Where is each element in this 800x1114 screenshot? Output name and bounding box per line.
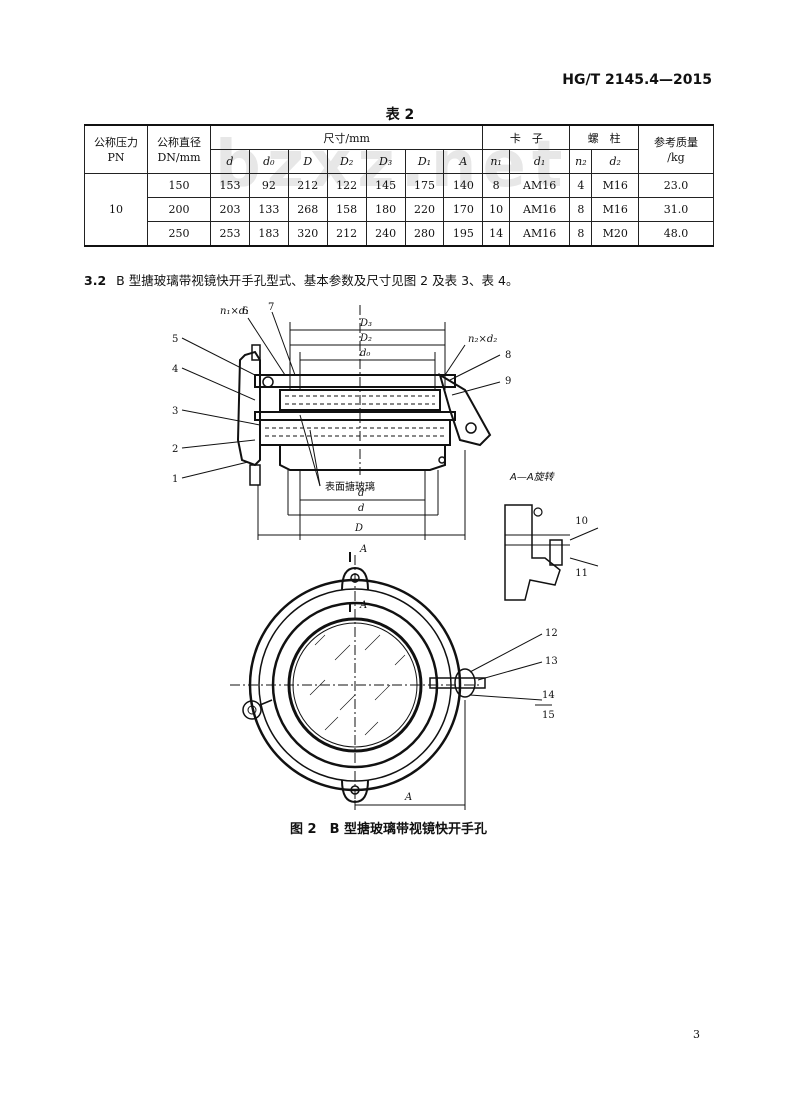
- table-cell: 153: [210, 173, 250, 198]
- callout-4: 4: [172, 364, 178, 375]
- table-cell: M16: [591, 197, 639, 222]
- subheader-D3: D₃: [365, 149, 406, 174]
- subheader-d0: d₀: [248, 149, 289, 174]
- table-row: 10 150 153 92 212 122 145 175 140 8 AM16…: [84, 173, 714, 247]
- subheader-d2: d₂: [591, 149, 639, 174]
- table-cell: 8: [482, 173, 510, 198]
- header-dimensions: 尺寸/mm: [209, 124, 484, 150]
- table-cell: AM16: [508, 221, 571, 247]
- table-cell: 175: [404, 173, 445, 198]
- table-row: 200 203 133 268 158 180 220 170 10 AM16 …: [85, 197, 714, 222]
- subheader-D1: D₁: [404, 149, 445, 174]
- callout-15: 15: [542, 710, 555, 721]
- section-text: B 型搪玻璃带视镜快开手孔型式、基本参数及尺寸见图 2 及表 3、表 4。: [116, 273, 519, 288]
- page-number: 3: [693, 1028, 700, 1041]
- callout-1: 1: [172, 474, 178, 485]
- label-D2: D₂: [359, 333, 372, 344]
- label-A-top: A: [359, 544, 367, 555]
- table-cell: 212: [326, 221, 367, 247]
- spec-table: 公称压力 PN 公称直径 DN/mm 尺寸/mm 卡 子 螺 柱 参考质量 /k…: [84, 124, 714, 247]
- table-cell: 158: [326, 197, 367, 222]
- table-cell: 150: [147, 173, 211, 198]
- callout-2: 2: [172, 444, 178, 455]
- table-cell: 122: [326, 173, 367, 198]
- table-cell: 8: [569, 221, 593, 247]
- label-n2d2: n₂×d₂: [468, 334, 497, 345]
- header-bolt: 螺 柱: [569, 124, 639, 150]
- table-cell: 212: [287, 173, 328, 198]
- table-cell: 8: [569, 197, 593, 222]
- standard-code: HG/T 2145.4—2015: [562, 72, 712, 88]
- cell-pn: 10: [84, 173, 148, 247]
- header-dn: 公称直径 DN/mm: [147, 124, 211, 174]
- label-surface: 表面搪玻璃: [325, 480, 375, 493]
- table-cell: AM16: [508, 197, 571, 222]
- table-cell: 92: [248, 173, 289, 198]
- table-cell: 31.0: [638, 197, 714, 222]
- label-rotate: A—A旋转: [509, 471, 556, 483]
- table-cell: 10: [482, 197, 510, 222]
- table-cell: 48.0: [638, 221, 714, 247]
- callout-9: 9: [505, 376, 511, 387]
- header-clip: 卡 子: [482, 124, 571, 150]
- callout-14: 14: [542, 690, 555, 701]
- table-cell: 320: [287, 221, 328, 247]
- table-cell: AM16: [508, 173, 571, 198]
- section-number: 3.2: [84, 273, 107, 288]
- table-cell: 253: [210, 221, 250, 247]
- table-cell: 240: [365, 221, 406, 247]
- callout-13: 13: [545, 656, 558, 667]
- table-cell: 180: [365, 197, 406, 222]
- callout-12: 12: [545, 628, 558, 639]
- table-cell: M20: [591, 221, 639, 247]
- table-cell: 280: [404, 221, 445, 247]
- label-d0: d₀: [360, 348, 370, 359]
- callout-3: 3: [172, 406, 178, 417]
- section-paragraph: 3.2 B 型搪玻璃带视镜快开手孔型式、基本参数及尺寸见图 2 及表 3、表 4。: [84, 270, 518, 289]
- table-cell: 268: [287, 197, 328, 222]
- table-cell: 200: [147, 197, 211, 222]
- subheader-d1: d₁: [508, 149, 571, 174]
- table-cell: 145: [365, 173, 406, 198]
- subheader-n1: n₁: [482, 149, 510, 174]
- callout-10: 10: [575, 516, 588, 527]
- figure-caption: 图 2 B 型搪玻璃带视镜快开手孔: [290, 822, 488, 837]
- table-cell: 140: [443, 173, 484, 198]
- label-d: d: [358, 503, 364, 514]
- label-n1d1: n₁×d₁: [220, 306, 249, 317]
- header-mass: 参考质量 /kg: [638, 124, 714, 174]
- table-cell: 133: [248, 197, 289, 222]
- table-title: 表 2: [385, 107, 415, 123]
- table-cell: M16: [591, 173, 639, 198]
- table-cell: 14: [482, 221, 510, 247]
- table-row: 250 253 183 320 212 240 280 195 14 AM16 …: [84, 221, 714, 247]
- label-D3: D₃: [359, 318, 372, 329]
- subheader-A: A: [443, 149, 484, 174]
- label-D: D: [354, 523, 363, 534]
- table-cell: 250: [147, 221, 211, 247]
- header-pn: 公称压力 PN: [84, 124, 148, 174]
- subheader-D2: D₂: [326, 149, 367, 174]
- label-A-mid: A: [359, 600, 367, 611]
- table-cell: 220: [404, 197, 445, 222]
- table-cell: 4: [569, 173, 593, 198]
- callout-5: 5: [172, 334, 178, 345]
- table-cell: 170: [443, 197, 484, 222]
- callout-6: 6: [242, 306, 248, 317]
- label-dprime: d': [358, 488, 367, 499]
- table-cell: 183: [248, 221, 289, 247]
- callout-8: 8: [505, 350, 511, 361]
- callout-11: 11: [575, 568, 588, 579]
- subheader-d: d: [210, 149, 250, 174]
- subheader-D: D: [287, 149, 328, 174]
- callout-7: 7: [268, 302, 274, 313]
- table-cell: 195: [443, 221, 484, 247]
- table-cell: 203: [210, 197, 250, 222]
- table-cell: 23.0: [638, 173, 714, 198]
- label-A-bottom: A: [404, 792, 412, 803]
- handhole-drawing: n₁×d₁ D₃ D₂ d₀ n₂×d₂ 表面搪玻璃 d' d D A—A旋转 …: [172, 302, 599, 810]
- subheader-n2: n₂: [569, 149, 593, 174]
